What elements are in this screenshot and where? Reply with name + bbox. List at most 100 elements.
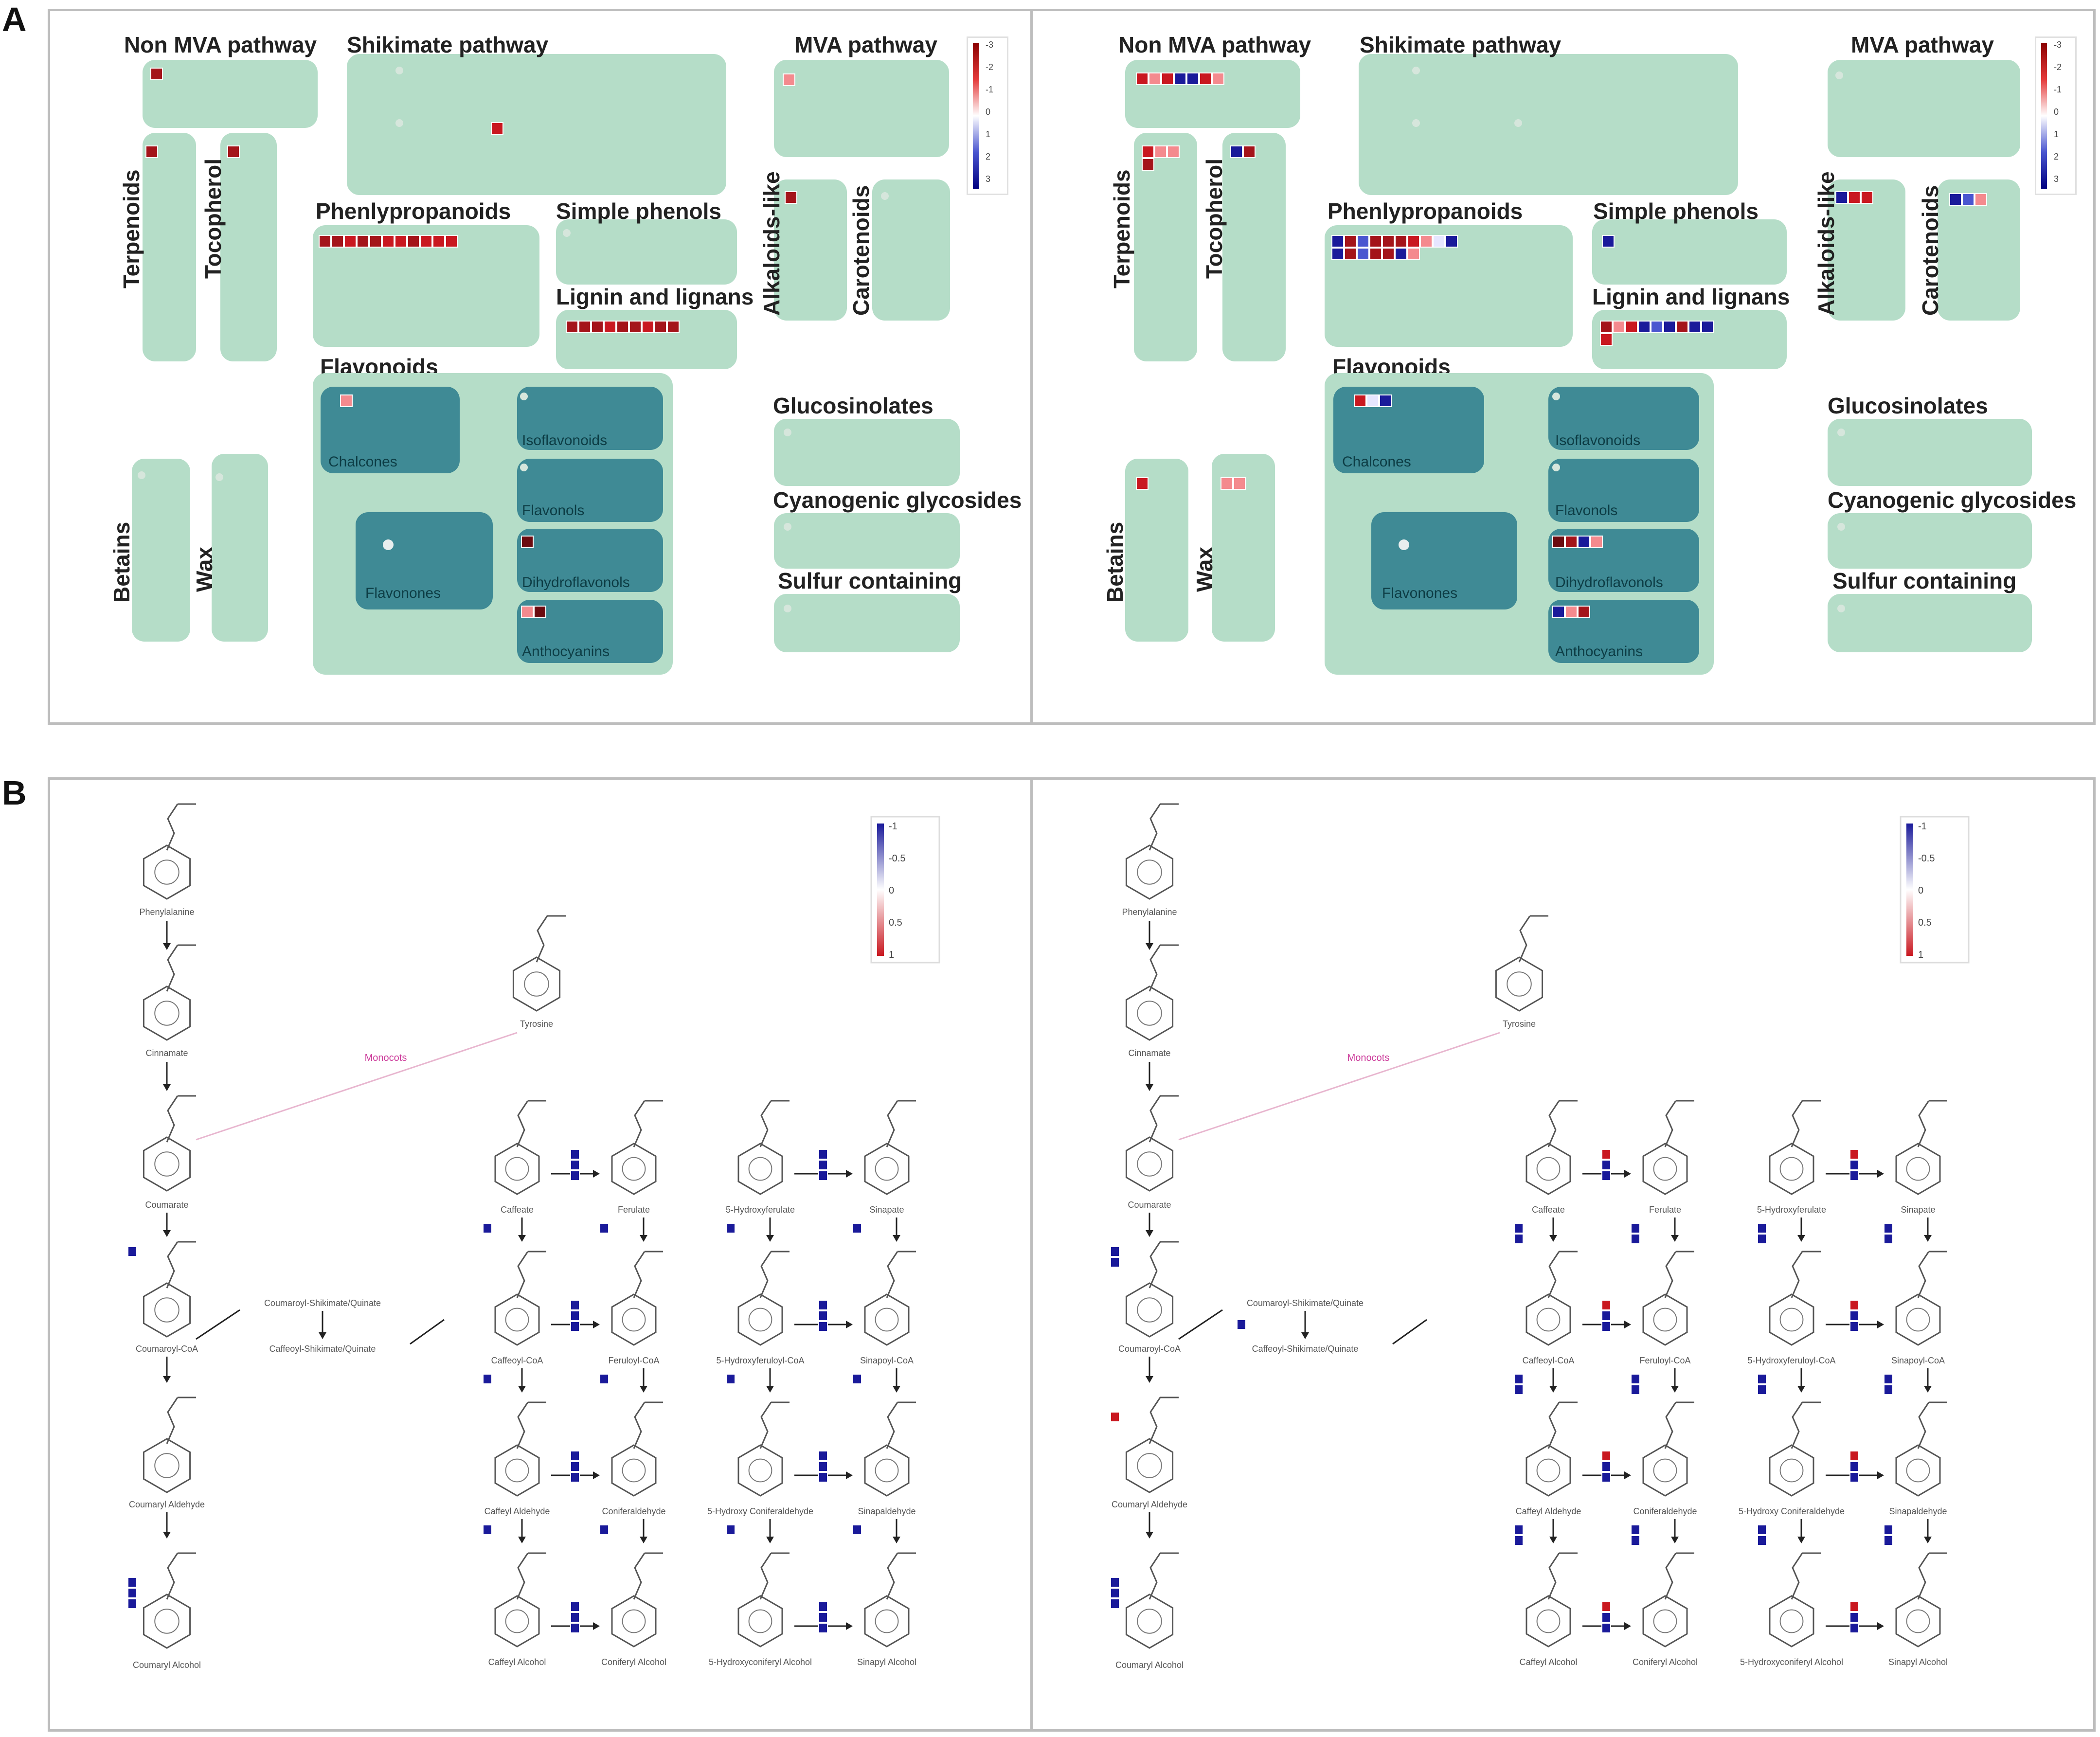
- sulfur-label: Sulfur containing: [1832, 568, 2017, 593]
- side-chain: [759, 1100, 772, 1147]
- empty-dot: [881, 192, 889, 200]
- ring-circle: [748, 1609, 772, 1633]
- arrow-head: [593, 1622, 600, 1630]
- heat-cell: [604, 321, 616, 333]
- compound-label: 5-Hydroxyconiferyl Alcohol: [709, 1657, 812, 1667]
- expression-cell: [570, 1321, 580, 1332]
- compound-label: Sinapate: [869, 1205, 904, 1215]
- glucosinolates-label: Glucosinolates: [773, 393, 933, 418]
- panel-a-right: Non MVA pathway Shikimate pathway MVA pa…: [1030, 9, 2096, 725]
- expression-cell: [1601, 1170, 1611, 1181]
- expression-cell: [852, 1374, 862, 1384]
- expression-cell: [1849, 1160, 1859, 1170]
- compound-label: Coniferyl Alcohol: [1633, 1657, 1698, 1667]
- expression-cell: [1237, 1319, 1246, 1330]
- chalcones-label: Chalcones: [1342, 454, 1411, 470]
- expression-cell: [1601, 1472, 1611, 1483]
- arrow-head: [1549, 1537, 1557, 1543]
- arrow-head: [1146, 1230, 1153, 1237]
- side-chain: [1547, 1402, 1560, 1449]
- tocopherol-label: Tocopherol: [200, 158, 226, 279]
- heat-cell: [1230, 145, 1243, 158]
- side-chain: [1791, 1553, 1803, 1600]
- legend-tick: 0: [986, 107, 991, 117]
- benzene-ring: [494, 1293, 540, 1346]
- legend-tick: 0: [889, 885, 894, 896]
- ring-circle: [748, 1458, 772, 1483]
- side-chain: [1518, 915, 1531, 963]
- heat-cell: [1663, 321, 1676, 333]
- empty-dot: [1837, 523, 1845, 531]
- compound-label: Coumarate: [1128, 1200, 1171, 1210]
- heat-cell: [783, 73, 795, 86]
- expression-cell: [1757, 1524, 1767, 1535]
- phenyl-label: Phenlypropanoids: [316, 198, 511, 224]
- tocopherol-box: [1222, 133, 1286, 361]
- heat-cell: [1638, 321, 1651, 333]
- compound-label: Coniferyl Alcohol: [601, 1657, 666, 1667]
- expression-cell: [1601, 1612, 1611, 1623]
- heat-cell: [616, 321, 629, 333]
- heat-cell: [1407, 248, 1420, 260]
- ring-circle: [875, 1609, 899, 1633]
- benzene-ring: [1495, 956, 1544, 1012]
- heat-cell: [1395, 248, 1407, 260]
- side-chain: [633, 1402, 646, 1449]
- legend-tick: -3: [986, 40, 994, 50]
- compound-label: Ferulate: [618, 1205, 650, 1215]
- expression-cell: [1884, 1535, 1893, 1546]
- ring-circle: [748, 1307, 772, 1332]
- legend-tick: -2: [986, 62, 994, 72]
- anthocyanins-label: Anthocyanins: [1555, 644, 1643, 660]
- cyanogenic-box: [1828, 513, 2032, 569]
- reaction-arrow: [1178, 1309, 1223, 1340]
- heat-cell: [344, 235, 357, 248]
- heat-cell: [145, 145, 158, 158]
- heat-cell: [1600, 321, 1613, 333]
- benzene-ring: [143, 1438, 191, 1493]
- heat-cell: [1602, 235, 1615, 248]
- arrow-head: [163, 1230, 171, 1237]
- terpenoids-box: [1134, 133, 1197, 361]
- side-chain: [1664, 1251, 1677, 1298]
- empty-dot: [1412, 119, 1420, 127]
- heat-cell: [642, 321, 654, 333]
- expression-cell: [1601, 1461, 1611, 1472]
- heat-cell: [785, 191, 797, 204]
- expression-cell: [1514, 1374, 1524, 1384]
- arrow-head: [1877, 1321, 1884, 1328]
- empty-dot: [215, 473, 223, 481]
- compound-label: Tyrosine: [520, 1019, 553, 1029]
- benzene-ring: [1769, 1595, 1814, 1647]
- side-chain: [1547, 1251, 1560, 1298]
- side-chain: [633, 1553, 646, 1600]
- ring-circle: [1906, 1157, 1930, 1181]
- carotenoids-label: Carotenoids: [848, 185, 874, 316]
- heat-cell: [1331, 248, 1344, 260]
- benzene-ring: [737, 1143, 783, 1195]
- shikimate-box: [1359, 54, 1738, 195]
- side-chain: [1917, 1402, 1930, 1449]
- empty-dot: [784, 605, 791, 612]
- empty-dot: [784, 429, 791, 436]
- heat-cell: [1149, 72, 1161, 85]
- expression-cell: [483, 1374, 492, 1384]
- compound-label: Caffeyl Alcohol: [1520, 1657, 1578, 1667]
- compound-label: 5-Hydroxyferuloyl-CoA: [1747, 1356, 1835, 1365]
- reaction-arrow: [1392, 1319, 1427, 1345]
- ring-circle: [154, 1609, 179, 1634]
- mva-box: [1828, 60, 2020, 157]
- betains-box: [1125, 459, 1188, 642]
- heat-cell: [1625, 321, 1638, 333]
- compound-label: Caffeate: [501, 1205, 534, 1215]
- expression-cell: [483, 1524, 492, 1535]
- ring-circle: [505, 1307, 529, 1332]
- arrow-head: [1797, 1235, 1805, 1242]
- ring-circle: [1653, 1157, 1677, 1181]
- compound-label: Coniferaldehyde: [602, 1506, 665, 1516]
- legend-tick: -1: [1918, 821, 1927, 832]
- compound-label: 5-Hydroxyferulate: [1757, 1205, 1826, 1215]
- expression-cell: [1631, 1524, 1640, 1535]
- arrow-head: [1671, 1537, 1679, 1543]
- arrow-head: [593, 1471, 600, 1479]
